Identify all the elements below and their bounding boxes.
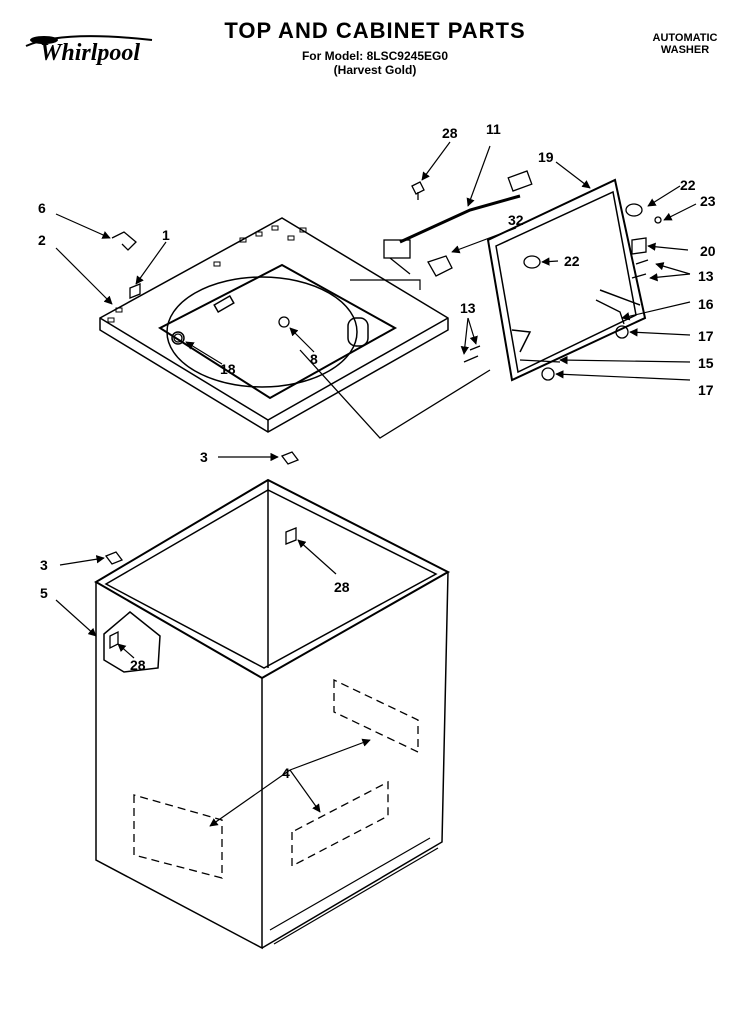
page-title: TOP AND CABINET PARTS [224,18,526,43]
callout-1: 1 [162,227,170,243]
washer-top-panel [99,217,449,433]
callout-28-top: 28 [442,125,458,141]
callout-32: 32 [508,212,524,228]
callout-16: 16 [698,296,714,312]
callout-23: 23 [700,193,716,209]
cabinet-insulation-pads [133,678,419,879]
callout-15: 15 [698,355,714,371]
washer-cabinet [94,478,451,950]
model-number: For Model: 8LSC9245EG0 [301,49,449,63]
lid-frame [486,178,647,382]
machine-type: AUTOMATIC WASHER [630,32,740,56]
callout-3-lower: 3 [40,557,48,573]
callout-19: 19 [538,149,554,165]
logo-text: Whirlpool [40,40,141,66]
callout-5: 5 [40,585,48,601]
callout-13-right: 13 [698,268,714,284]
machine-type-line-1: AUTOMATIC [652,32,718,44]
callout-20: 20 [700,243,716,259]
small-parts [104,170,662,650]
model-color: (Harvest Gold) [333,63,417,77]
callout-3-upper: 3 [200,449,208,465]
callout-22-mid: 22 [564,253,580,269]
leader-lines [55,141,697,827]
callout-labels: 6 2 1 3 3 5 4 28 11 19 32 22 23 22 20 13… [38,121,716,781]
machine-type-line-2: WASHER [660,44,710,56]
callout-4: 4 [282,765,290,781]
callout-28-mid: 28 [334,579,350,595]
callout-13-left: 13 [460,300,476,316]
callout-11: 11 [486,121,501,137]
model-info: For Model: 8LSC9245EG0 (Harvest Gold) [260,49,490,77]
callout-8: 8 [310,351,318,367]
callout-6: 6 [38,200,46,216]
callout-18: 18 [220,361,236,377]
logo-swoosh-icon [25,35,153,47]
callout-28-corner: 28 [130,657,146,673]
callout-17-lower: 17 [698,382,714,398]
callout-2: 2 [38,232,46,248]
callout-22-top: 22 [680,177,696,193]
brand-logo [22,30,162,70]
callout-17-upper: 17 [698,328,714,344]
